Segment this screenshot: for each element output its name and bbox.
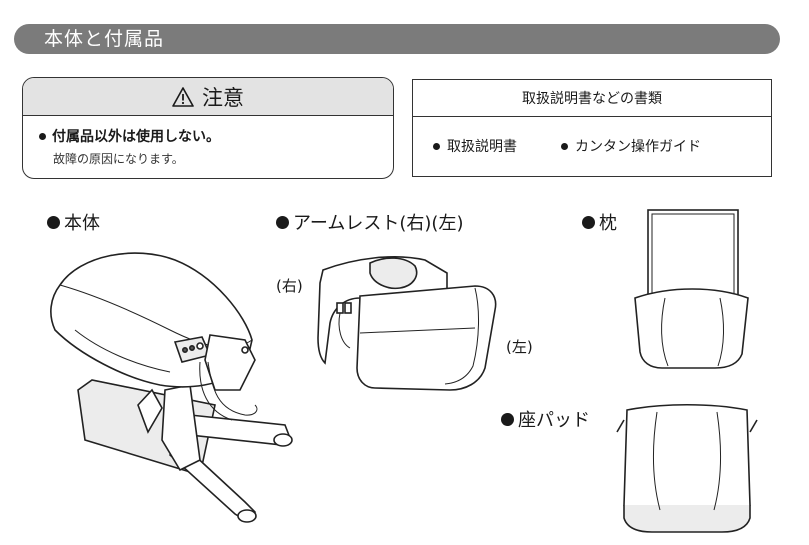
caution-body: 付属品以外は使用しない。 故障の原因になります。 xyxy=(23,116,393,167)
documents-item: カンタン操作ガイド xyxy=(561,136,701,156)
documents-box: 取扱説明書などの書類 取扱説明書 カンタン操作ガイド xyxy=(412,79,772,177)
caution-sub-text: 故障の原因になります。 xyxy=(53,152,184,166)
part-label-armrest: アームレスト(右)(左) xyxy=(276,209,463,235)
part-label-text: アームレスト(右)(左) xyxy=(293,213,464,234)
part-label-seat-pad: 座パッド xyxy=(501,406,590,432)
caution-label: 注意 xyxy=(202,85,244,110)
armrest-right-label: (右) xyxy=(276,277,303,295)
part-label-main-unit: 本体 xyxy=(47,209,100,235)
documents-item-label: 取扱説明書 xyxy=(447,139,517,155)
caution-main-item: 付属品以外は使用しない。 xyxy=(39,126,393,146)
bullet-icon xyxy=(501,412,514,426)
caution-header: 注意 xyxy=(23,78,393,116)
warning-icon xyxy=(172,86,194,107)
part-label-text: 座パッド xyxy=(518,410,590,431)
seat-pad-illustration xyxy=(616,403,758,533)
main-unit-illustration xyxy=(50,252,293,523)
pillow-illustration xyxy=(634,209,749,369)
documents-list: 取扱説明書 カンタン操作ガイド xyxy=(413,117,771,156)
section-header: 本体と付属品 xyxy=(14,24,780,54)
bullet-icon xyxy=(433,142,440,150)
bullet-icon xyxy=(582,215,595,229)
part-label-pillow: 枕 xyxy=(582,209,617,235)
bullet-icon xyxy=(47,215,60,229)
armrest-left-label: (左) xyxy=(506,338,533,356)
bullet-icon xyxy=(39,132,46,140)
bullet-icon xyxy=(276,215,289,229)
documents-item-label: カンタン操作ガイド xyxy=(575,139,701,155)
armrest-illustration xyxy=(317,256,497,391)
part-label-text: 枕 xyxy=(599,213,617,234)
section-title: 本体と付属品 xyxy=(44,28,165,50)
bullet-icon xyxy=(561,142,568,150)
caution-main-text: 付属品以外は使用しない。 xyxy=(52,129,220,145)
documents-item: 取扱説明書 xyxy=(433,136,517,156)
part-label-text: 本体 xyxy=(64,213,100,234)
caution-box: 注意 付属品以外は使用しない。 故障の原因になります。 xyxy=(22,77,394,179)
documents-title: 取扱説明書などの書類 xyxy=(413,80,771,117)
